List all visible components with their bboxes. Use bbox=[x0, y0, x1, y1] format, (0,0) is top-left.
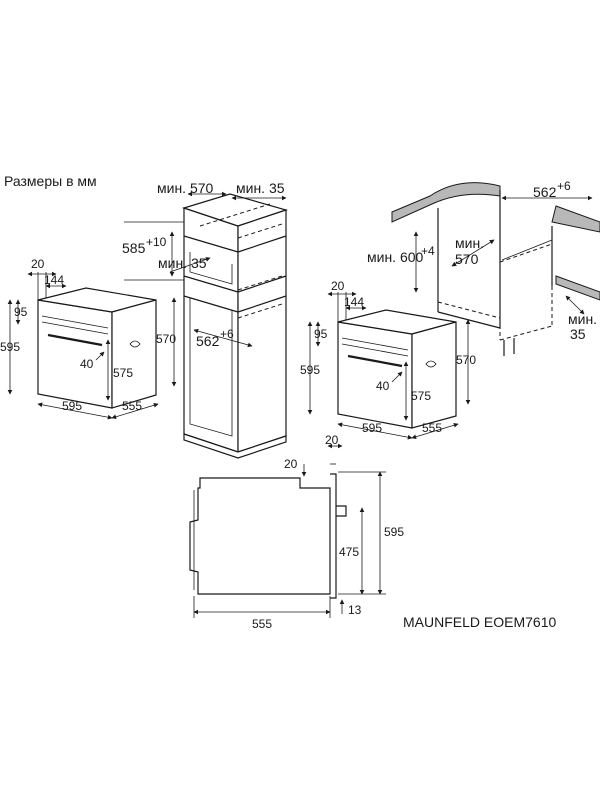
tall-niche-width-tol: +6 bbox=[220, 327, 234, 341]
tall-min-width: мин. 570 bbox=[157, 180, 214, 196]
oven-left-dim-570: 570 bbox=[156, 332, 176, 346]
side-view-drawing bbox=[189, 443, 386, 618]
under-niche-width-tol: +6 bbox=[557, 179, 571, 193]
oven-left-dim-depth: 555 bbox=[122, 399, 142, 413]
side-dim-height: 595 bbox=[384, 525, 404, 539]
oven-left-dim-width: 595 bbox=[62, 399, 82, 413]
under-min-height: мин. 600 bbox=[367, 249, 424, 265]
oven-left-dim-top: 20 bbox=[31, 257, 45, 271]
under-niche-width: 562 bbox=[533, 184, 557, 200]
oven-right-dim-575: 575 bbox=[411, 389, 431, 403]
side-dim-inner: 475 bbox=[339, 545, 359, 559]
side-dim-bottom: 13 bbox=[348, 603, 362, 617]
under-min-depth-label: мин. bbox=[455, 235, 484, 251]
oven-right-dim-95: 95 bbox=[314, 327, 328, 341]
tall-niche-height-tol: +10 bbox=[146, 235, 167, 249]
oven-left-dim-575: 575 bbox=[113, 366, 133, 380]
units-note: Размеры в мм bbox=[4, 173, 97, 189]
tall-min-depth: мин. 35 bbox=[236, 180, 285, 196]
tall-cabinet-drawing bbox=[124, 191, 289, 459]
oven-right-dim-top: 20 bbox=[331, 279, 345, 293]
under-min-depth-value: 570 bbox=[455, 251, 479, 267]
oven-right-dim-depth: 555 bbox=[422, 421, 442, 435]
under-min-back-value: 35 bbox=[570, 326, 586, 342]
oven-left-dim-handle: 144 bbox=[44, 273, 64, 287]
oven-right-dim-width: 595 bbox=[362, 421, 382, 435]
oven-left-dim-height: 595 bbox=[0, 340, 20, 354]
oven-right-dim-40: 40 bbox=[376, 379, 390, 393]
oven-left-dim-40: 40 bbox=[80, 357, 94, 371]
under-min-back-label: мин. bbox=[568, 311, 597, 327]
side-dim-top-left: 20 bbox=[284, 457, 298, 471]
oven-right-drawing bbox=[307, 291, 471, 440]
tall-niche-width: 562 bbox=[196, 333, 220, 349]
tall-min-gap: мин. 35 bbox=[158, 255, 207, 271]
model-label: MAUNFELD EOEM7610 bbox=[403, 614, 556, 630]
oven-left-drawing bbox=[7, 271, 177, 420]
tall-niche-height: 585 bbox=[122, 240, 146, 256]
oven-right-dim-height: 595 bbox=[300, 363, 320, 377]
side-dim-depth: 555 bbox=[252, 617, 272, 631]
oven-right-dim-570: 570 bbox=[456, 353, 476, 367]
oven-right-dim-handle: 144 bbox=[344, 295, 364, 309]
under-min-height-tol: +4 bbox=[421, 244, 435, 258]
oven-left-dim-95: 95 bbox=[14, 305, 28, 319]
side-dim-top-right: 20 bbox=[325, 433, 339, 447]
